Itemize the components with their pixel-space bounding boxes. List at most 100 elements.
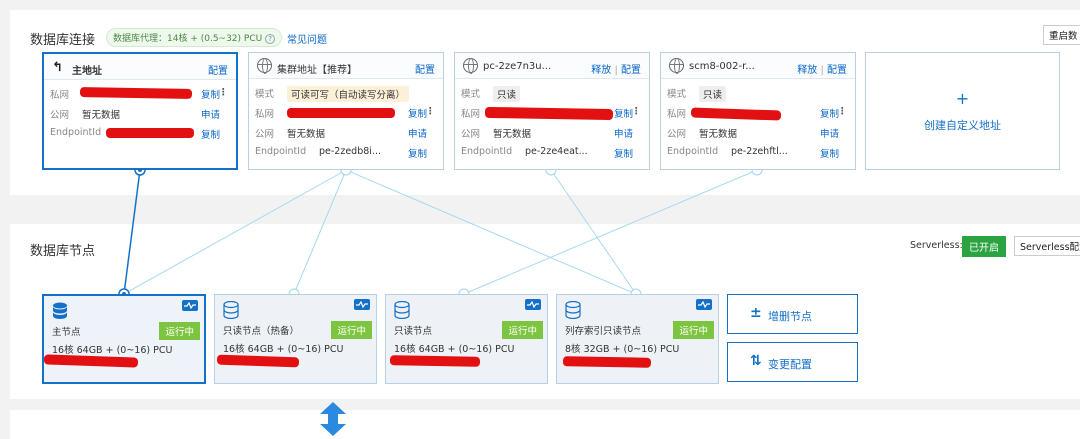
row-value: pe-2ze4eat...	[525, 146, 588, 157]
columnar-index-node-card[interactable]: 运行中 列存索引只读节点 8核 32GB + (0~16) PCU	[556, 294, 719, 384]
serverless-label: Serverless:	[910, 240, 963, 251]
serverless-status-badge: 已开启	[962, 236, 1006, 257]
cluster-endpoint-card[interactable]: 集群地址【推荐】 配置 模式 可读可写（自动读写分离） 私网 复制 ⋮ 公网 暂…	[248, 52, 444, 170]
more-icon[interactable]: ⋮	[218, 87, 229, 98]
monitor-icon[interactable]	[182, 300, 198, 311]
mode-row: 模式 只读	[667, 86, 847, 102]
nodes-title: 数据库节点	[30, 244, 96, 259]
endpoint-id-row: EndpointId pe-2zehftl... 复制	[667, 146, 847, 162]
node-spec: 16核 64GB + (0~16) PCU	[223, 344, 344, 355]
readonly-standby-node-card[interactable]: 运行中 只读节点（热备） 16核 64GB + (0~16) PCU	[214, 294, 377, 384]
globe-icon	[257, 58, 272, 74]
copy-link[interactable]: 复制	[819, 109, 839, 120]
card-header: scm8-002-r... 释放 | 配置	[661, 53, 855, 79]
copy-link[interactable]: 复制	[200, 130, 220, 141]
monitor-icon[interactable]	[525, 299, 541, 310]
more-icon[interactable]: ⋮	[837, 106, 848, 117]
copy-link[interactable]: 复制	[200, 90, 220, 101]
apply-link[interactable]: 申请	[407, 129, 427, 140]
monitor-icon[interactable]	[696, 299, 712, 310]
endpoint-id-row: EndpointId 复制	[50, 127, 228, 143]
row-key: 私网	[255, 109, 275, 120]
card-title: pc-2ze7n3u...	[483, 61, 552, 72]
configure-link[interactable]: 配置	[827, 65, 847, 76]
public-network-row: 公网 暂无数据 申请	[255, 126, 435, 142]
release-link[interactable]: 释放	[591, 65, 612, 76]
proxy-info-badge: 数据库代理：14核 + (0.5~32) PCU ?	[106, 28, 283, 47]
database-icon	[394, 301, 410, 319]
copy-link[interactable]: 复制	[819, 149, 839, 160]
row-value: pe-2zehftl...	[731, 146, 788, 157]
add-remove-nodes-button[interactable]: ± 增删节点	[727, 294, 858, 334]
serverless-config-button[interactable]: Serverless配置	[1014, 236, 1080, 256]
redaction-mark	[562, 356, 652, 368]
row-key: 私网	[667, 109, 687, 120]
redaction-mark	[216, 354, 300, 368]
node-spec: 16核 64GB + (0~16) PCU	[52, 345, 173, 356]
monitor-icon[interactable]	[354, 299, 370, 310]
row-key: 私网	[50, 90, 70, 101]
row-key: EndpointId	[255, 146, 307, 157]
apply-link[interactable]: 申请	[200, 110, 220, 121]
apply-link[interactable]: 申请	[819, 129, 839, 140]
primary-endpoint-card[interactable]: ↰ 主地址 配置 私网 复制 ⋮ 公网 暂无数据 申请 EndpointId 复…	[42, 52, 238, 170]
restart-button[interactable]: 重启数	[1043, 25, 1080, 45]
help-icon[interactable]: ?	[265, 34, 276, 44]
mode-tag: 只读	[699, 86, 727, 102]
row-key: EndpointId	[667, 146, 719, 157]
redaction-mark	[79, 87, 193, 99]
create-custom-endpoint-label: 创建自定义地址	[924, 119, 1001, 132]
copy-link[interactable]: 复制	[407, 149, 427, 160]
row-value: 暂无数据	[493, 129, 532, 140]
readonly-endpoint-card-2[interactable]: scm8-002-r... 释放 | 配置 模式 只读 私网 复制 ⋮ 公网 暂…	[660, 52, 856, 170]
expand-arrows-icon[interactable]	[318, 402, 348, 436]
private-network-row: 私网 复制 ⋮	[667, 106, 847, 122]
row-key: 公网	[461, 129, 481, 140]
primary-endpoint-icon: ↰	[52, 60, 63, 75]
public-network-row: 公网 暂无数据 申请	[461, 126, 641, 142]
mode-tag: 只读	[493, 86, 521, 102]
change-config-button[interactable]: ⇅ 变更配置	[727, 342, 858, 382]
more-icon[interactable]: ⋮	[631, 106, 642, 117]
redaction-mark	[106, 128, 194, 138]
row-key: 模式	[461, 89, 481, 100]
release-link[interactable]: 释放	[797, 65, 818, 76]
configure-link[interactable]: 配置	[208, 66, 228, 77]
row-key: 私网	[461, 109, 481, 120]
mode-row: 模式 只读	[461, 86, 641, 102]
database-icon	[223, 301, 239, 319]
row-key: 公网	[50, 110, 70, 121]
endpoint-id-row: EndpointId pe-2zedb8i... 复制	[255, 146, 435, 162]
row-key: EndpointId	[461, 146, 513, 157]
readonly-node-card[interactable]: 运行中 只读节点 16核 64GB + (0~16) PCU	[385, 294, 548, 384]
configure-link[interactable]: 配置	[415, 65, 435, 76]
configure-link[interactable]: 配置	[621, 65, 641, 76]
swap-vertical-icon: ⇅	[750, 353, 762, 369]
database-icon	[565, 301, 581, 319]
create-custom-endpoint-button[interactable]: + 创建自定义地址	[865, 52, 1060, 170]
row-value: pe-2zedb8i...	[319, 146, 381, 157]
copy-link[interactable]: 复制	[613, 149, 633, 160]
private-network-row: 私网 复制 ⋮	[50, 87, 228, 103]
primary-node-card[interactable]: 运行中 主节点 16核 64GB + (0~16) PCU	[42, 294, 206, 384]
plus-minus-icon: ±	[750, 305, 762, 321]
node-title: 主节点	[52, 327, 81, 338]
endpoint-id-row: EndpointId pe-2ze4eat... 复制	[461, 146, 641, 162]
globe-icon	[669, 58, 684, 74]
faq-link[interactable]: 常见问题	[287, 35, 327, 46]
card-title: 主地址	[72, 66, 102, 77]
globe-icon	[463, 58, 478, 74]
status-badge: 运行中	[673, 321, 714, 339]
private-network-row: 私网 复制 ⋮	[461, 106, 641, 122]
mode-row: 模式 可读可写（自动读写分离）	[255, 86, 435, 102]
copy-link[interactable]: 复制	[613, 109, 633, 120]
readonly-endpoint-card[interactable]: pc-2ze7n3u... 释放 | 配置 模式 只读 私网 复制 ⋮ 公网 暂…	[454, 52, 650, 170]
card-header: 集群地址【推荐】 配置	[249, 53, 443, 79]
status-badge: 运行中	[502, 321, 543, 339]
row-value: 暂无数据	[699, 129, 738, 140]
redaction-mark	[484, 106, 614, 121]
more-icon[interactable]: ⋮	[425, 106, 436, 117]
apply-link[interactable]: 申请	[613, 129, 633, 140]
card-header: ↰ 主地址 配置	[44, 54, 236, 80]
copy-link[interactable]: 复制	[407, 109, 427, 120]
